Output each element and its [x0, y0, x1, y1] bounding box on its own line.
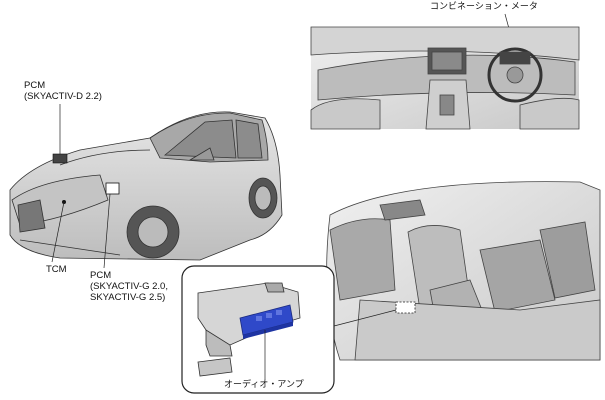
label-pcm-gasoline-line3: SKYACTIV-G 2.5) — [90, 292, 168, 303]
label-pcm-diesel: PCM (SKYACTIV-D 2.2) — [24, 80, 102, 102]
cabin-interior-illustration — [327, 182, 600, 360]
label-tcm: TCM — [46, 264, 67, 275]
label-pcm-gasoline-line2: (SKYACTIV-G 2.0, — [90, 281, 168, 292]
pcm-gasoline-marker — [106, 183, 119, 194]
pcm-diesel-marker — [53, 154, 67, 163]
car-exterior-illustration — [10, 112, 282, 260]
label-pcm-gasoline-line1: PCM — [90, 270, 168, 281]
label-pcm-diesel-line2: (SKYACTIV-D 2.2) — [24, 91, 102, 102]
label-pcm-gasoline: PCM (SKYACTIV-G 2.0, SKYACTIV-G 2.5) — [90, 270, 168, 303]
label-audio-amp: オーディオ・アンプ — [224, 380, 304, 391]
label-pcm-diesel-line1: PCM — [24, 80, 102, 91]
audio-amp-location-marker — [396, 302, 415, 313]
dashboard-illustration — [311, 27, 579, 129]
label-combination-meter: コンビネーション・メータ — [430, 2, 538, 13]
